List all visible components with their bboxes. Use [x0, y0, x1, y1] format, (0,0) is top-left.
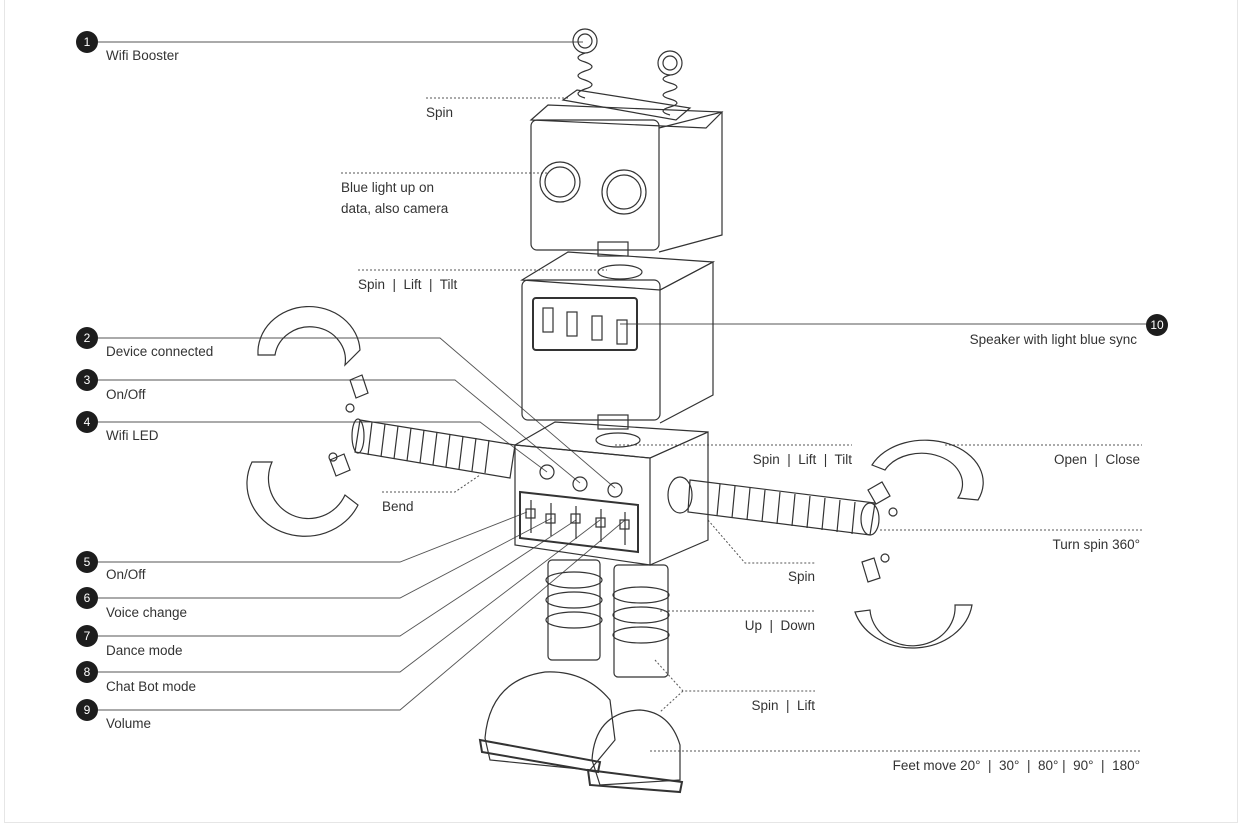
right-leg	[612, 564, 670, 678]
antenna-right	[657, 50, 683, 116]
callout-badge-5: 5	[76, 551, 98, 573]
annotation-wrist: Turn spin 360°	[1052, 537, 1140, 552]
neck	[597, 241, 629, 257]
callout-badge-3: 3	[76, 369, 98, 391]
right-arm	[687, 479, 880, 536]
label-device-connected: Device connected	[106, 344, 214, 359]
callout-badge-8: 8	[76, 661, 98, 683]
claw-right-upper	[867, 439, 984, 517]
callout-badge-7: 7	[76, 625, 98, 647]
left-foot	[478, 671, 616, 774]
callout-badge-6: 6	[76, 587, 98, 609]
label-dance-mode: Dance mode	[106, 643, 183, 658]
claw-left-upper	[257, 305, 369, 413]
robot-torso-upper	[520, 251, 716, 424]
label-wifi-led: Wifi LED	[106, 428, 159, 443]
annotation-body-top: Spin | Lift | Tilt	[752, 452, 852, 467]
slider-switches	[525, 500, 630, 545]
annotation-legs: Up | Down	[744, 618, 815, 633]
antenna-base	[561, 89, 692, 121]
label-volume: Volume	[106, 716, 152, 731]
annotation-head-spin: Spin	[426, 105, 454, 120]
left-arm	[351, 418, 516, 479]
waist	[597, 414, 629, 430]
robot-head	[529, 104, 724, 253]
callout-badge-1: 1	[76, 31, 98, 53]
annotation-eyes-1: Blue light up on	[341, 180, 435, 195]
callout-badge-10: 10	[1146, 314, 1168, 336]
label-chat-bot-mode: Chat Bot mode	[106, 679, 197, 694]
antenna-left	[572, 28, 598, 99]
label-wifi-booster: Wifi Booster	[106, 48, 179, 63]
right-foot	[586, 709, 684, 794]
leader-lines	[98, 41, 1146, 711]
annotation-bend: Bend	[382, 499, 414, 514]
annotation-claw: Open | Close	[1053, 452, 1140, 467]
label-voice-change: Voice change	[106, 605, 188, 620]
robot-body	[513, 421, 709, 566]
claw-left-lower	[246, 452, 359, 537]
dotted-guides	[341, 97, 1142, 752]
callout-badge-9: 9	[76, 699, 98, 721]
left-leg	[545, 559, 603, 661]
callout-badge-2: 2	[76, 327, 98, 349]
label-speaker: Speaker with light blue sync	[969, 332, 1137, 347]
label-on-off-slider: On/Off	[106, 567, 146, 582]
annotation-ankles: Spin | Lift	[751, 698, 815, 713]
annotation-neck: Spin | Lift | Tilt	[358, 277, 458, 292]
claw-right-lower	[854, 553, 973, 649]
annotation-feet: Feet move 20° | 30° | 80° | 90° | 180°	[892, 758, 1140, 773]
annotation-eyes-2: data, also camera	[341, 201, 449, 216]
callout-badge-4: 4	[76, 411, 98, 433]
annotation-shoulder: Spin	[787, 569, 815, 584]
label-on-off-top: On/Off	[106, 387, 146, 402]
